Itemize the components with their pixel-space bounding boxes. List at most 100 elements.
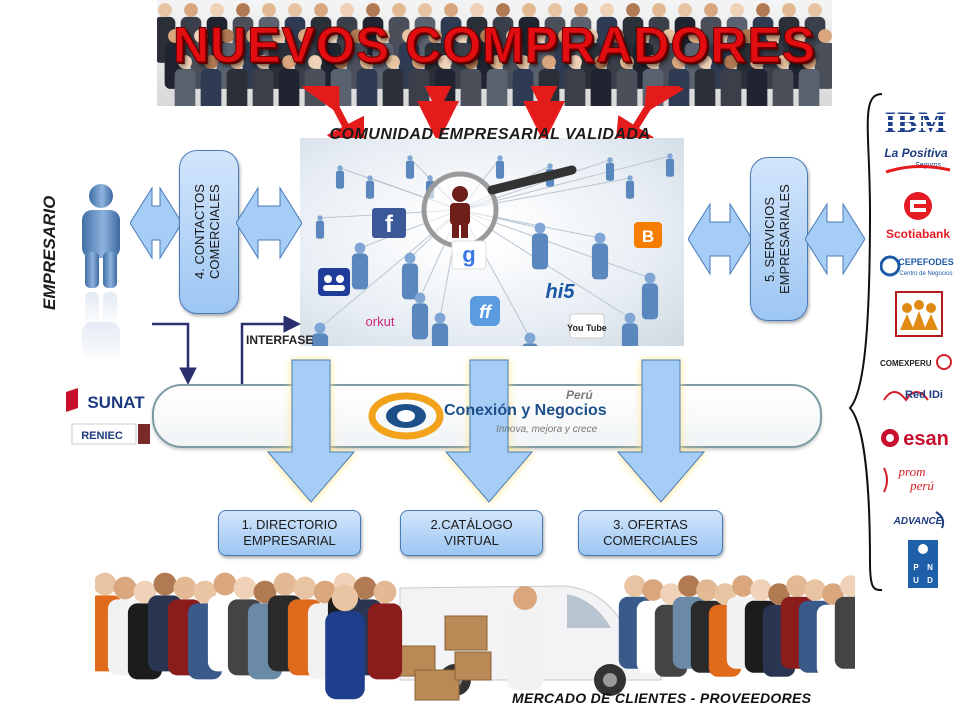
crowd-person-icon bbox=[200, 55, 222, 106]
celebrating-man-icon bbox=[325, 584, 365, 700]
svg-text:N: N bbox=[927, 563, 933, 572]
network-person-icon bbox=[531, 222, 549, 270]
svg-text:g: g bbox=[462, 242, 475, 267]
contactos-comerciales-box[interactable]: 4. CONTACTOS COMERCIALES bbox=[179, 150, 239, 314]
crowd-person-icon bbox=[460, 55, 482, 106]
ibm-logo: IBM bbox=[884, 106, 952, 139]
network-person-icon bbox=[605, 157, 615, 181]
friendfeed-icon: ff bbox=[470, 296, 500, 326]
svg-text:D: D bbox=[927, 576, 933, 585]
network-person-icon bbox=[431, 312, 449, 346]
svg-text:IBM: IBM bbox=[885, 106, 948, 139]
promperu-logo: prom perú bbox=[883, 464, 934, 493]
crowd-person-icon bbox=[590, 55, 612, 106]
servicios-empresariales-box[interactable]: 5. SERVICIOS EMPRESARIALES bbox=[750, 157, 808, 321]
contactos-comerciales-label: 4. CONTACTOS COMERCIALES bbox=[192, 184, 222, 280]
left-double-arrow bbox=[130, 186, 182, 260]
svg-text:esan: esan bbox=[903, 428, 949, 450]
network-community-image: f g hi5 orkut ff You Tube B bbox=[300, 138, 684, 346]
svg-text:Red IDi: Red IDi bbox=[905, 389, 943, 401]
scotiabank-logo: Scotiabank bbox=[886, 192, 950, 241]
ofertas-line2: COMERCIALES bbox=[603, 533, 698, 548]
red-idi-logo: Red IDi bbox=[883, 389, 943, 402]
pnud-logo: P N U D bbox=[908, 540, 938, 588]
crowd-person-icon bbox=[564, 55, 586, 106]
esan-logo: esan bbox=[881, 428, 949, 450]
network-person-icon bbox=[495, 155, 505, 179]
la-positiva-logo: La Positiva Seguros bbox=[884, 146, 951, 174]
sunat-logo: SUNAT bbox=[66, 388, 145, 412]
directorio-line2: EMPRESARIAL bbox=[243, 533, 336, 548]
svg-text:CEPEFODES: CEPEFODES bbox=[898, 257, 954, 267]
svg-text:La Positiva: La Positiva bbox=[884, 146, 948, 160]
network-person-icon bbox=[591, 232, 609, 280]
chat-people-icon bbox=[318, 268, 350, 296]
community-people-logo bbox=[895, 291, 943, 337]
network-servicios-arrow bbox=[688, 202, 752, 276]
crowd-person-icon bbox=[746, 55, 768, 106]
google-icon: g bbox=[451, 240, 487, 270]
crowd-person-icon bbox=[486, 55, 508, 106]
network-person-icon bbox=[641, 272, 659, 320]
cepefodes-logo: CEPEFODES Centro de Negocios bbox=[879, 255, 954, 277]
network-person-icon bbox=[401, 252, 419, 300]
ofertas-line1: 3. OFERTAS bbox=[613, 517, 688, 532]
svg-text:COMEXPERU: COMEXPERU bbox=[880, 359, 932, 368]
crowd-person-icon bbox=[174, 55, 196, 106]
down-arrows-group bbox=[266, 359, 706, 503]
empresario-label: EMPRESARIO bbox=[40, 195, 59, 311]
comexperu-logo: COMEXPERU bbox=[880, 354, 952, 370]
network-person-icon bbox=[621, 312, 639, 346]
interfase-label: INTERFASE bbox=[246, 333, 314, 347]
svg-text:ADVANCE: ADVANCE bbox=[893, 516, 943, 527]
crowd-person-icon bbox=[382, 55, 404, 106]
partners-brace bbox=[848, 93, 883, 591]
svg-text:RENIEC: RENIEC bbox=[81, 430, 123, 442]
red-arrow-1 bbox=[301, 86, 365, 156]
crowd-person-icon bbox=[694, 55, 716, 106]
network-person-icon bbox=[405, 155, 415, 179]
partner-logos-column: IBM La Positiva Seguros Scotiabank CEPEF… bbox=[879, 100, 960, 590]
catalogo-line1: 2.CATÁLOGO bbox=[430, 517, 513, 532]
orkut-logo: orkut bbox=[366, 314, 395, 329]
directorio-line1: 1. DIRECTORIO bbox=[241, 517, 338, 532]
catalogo-line2: VIRTUAL bbox=[444, 533, 499, 548]
brand-name: Conexión y Negocios bbox=[444, 402, 607, 419]
svg-text:P: P bbox=[913, 563, 919, 572]
brand-country: Perú bbox=[566, 388, 593, 402]
reniec-logo: RENIEC bbox=[71, 423, 150, 445]
svg-text:ff: ff bbox=[479, 302, 493, 322]
svg-text:prom: prom bbox=[898, 464, 926, 479]
svg-text:f: f bbox=[385, 211, 394, 238]
partner-logos: IBM La Positiva Seguros Scotiabank CEPEF… bbox=[879, 106, 954, 588]
network-person-icon bbox=[315, 215, 325, 239]
brand-tagline: Innova, mejora y crece bbox=[496, 424, 598, 435]
crowd-person-icon bbox=[798, 55, 820, 106]
svg-text:Scotiabank: Scotiabank bbox=[886, 227, 950, 241]
empresario-figure-icon bbox=[82, 184, 120, 362]
contactos-network-arrow bbox=[236, 186, 302, 260]
red-arrow-4 bbox=[613, 86, 684, 156]
network-person-icon bbox=[522, 332, 538, 346]
crowd-person-icon bbox=[720, 55, 742, 106]
facebook-icon: f bbox=[372, 208, 406, 238]
down-arrow-1 bbox=[266, 359, 356, 503]
page-title: NUEVOS COMPRADORES bbox=[172, 17, 817, 74]
government-logos: SUNAT RENIEC bbox=[66, 388, 150, 445]
network-person-icon bbox=[351, 242, 369, 290]
network-person-icon bbox=[365, 175, 375, 199]
svg-text:perú: perú bbox=[909, 478, 934, 493]
network-person-icon bbox=[625, 175, 635, 199]
network-person-icon bbox=[311, 322, 329, 346]
svg-text:SUNAT: SUNAT bbox=[87, 393, 145, 412]
hi5-logo: hi5 bbox=[546, 281, 576, 303]
down-arrow-3 bbox=[616, 359, 706, 503]
network-person-icon bbox=[665, 153, 675, 177]
red-arrows-group bbox=[301, 86, 684, 156]
blogger-icon: B bbox=[634, 222, 662, 248]
network-person-icon bbox=[335, 165, 345, 189]
workers-illustration bbox=[95, 572, 855, 701]
